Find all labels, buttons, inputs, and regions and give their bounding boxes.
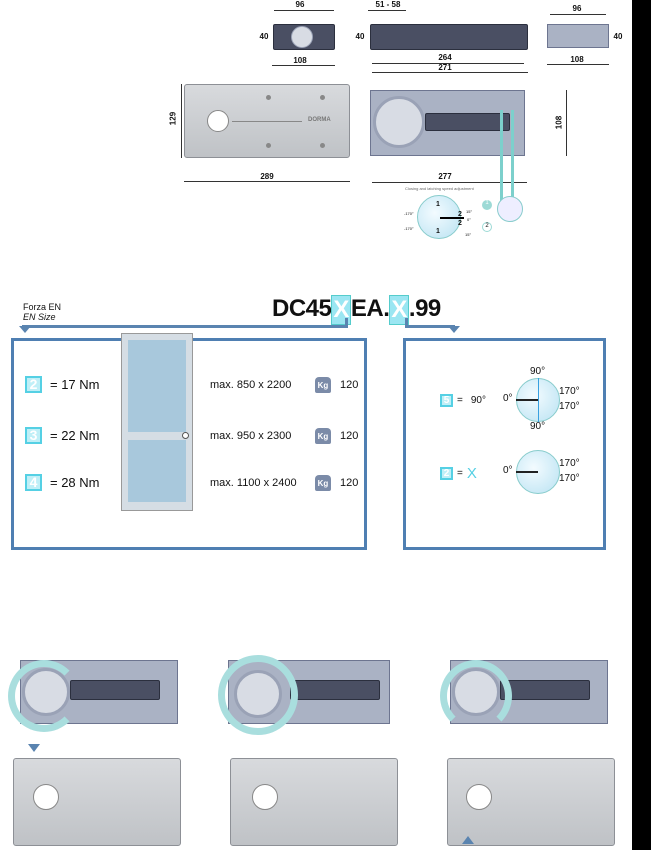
arrow-down-icon xyxy=(19,326,31,339)
en-size-label-en: EN Size xyxy=(23,312,56,322)
hold-open-panel xyxy=(403,338,606,550)
page-edge xyxy=(632,0,651,850)
weight-icon: Kg xyxy=(315,475,331,491)
door-illustration xyxy=(121,333,193,511)
en-size-label-it: Forza EN xyxy=(23,302,62,312)
arrow-up-icon xyxy=(462,830,474,844)
arrow-down-icon xyxy=(28,744,40,758)
weight-icon: Kg xyxy=(315,428,331,444)
weight-icon: Kg xyxy=(315,377,331,393)
arrow-down-icon xyxy=(448,326,460,339)
